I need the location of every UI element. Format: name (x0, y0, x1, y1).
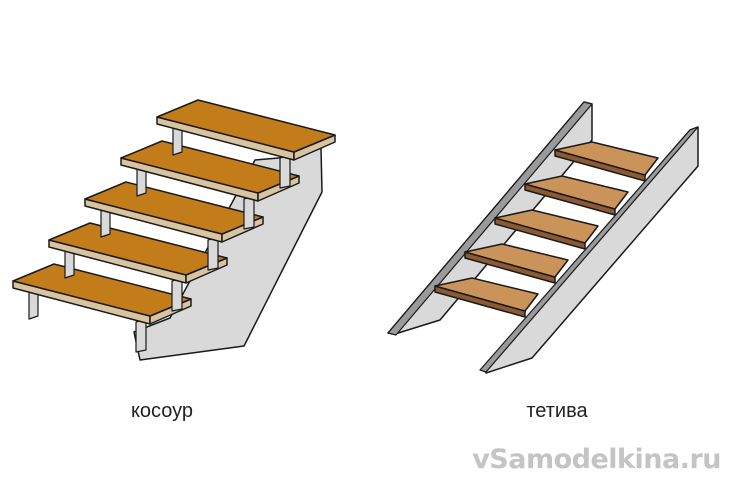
tetiva-left-stringer-top (387, 101, 593, 336)
tetiva-right-stringer-top (479, 126, 699, 373)
tread-top (434, 277, 539, 312)
tread-top (554, 141, 659, 176)
kosour-staircase (12, 99, 336, 361)
tread-top (84, 181, 264, 235)
label-tetiva: тетива (526, 400, 588, 422)
tread-support-post (207, 236, 219, 271)
watermark: vSamodelkina.ru (472, 444, 721, 475)
tread-top (48, 222, 228, 276)
tread-top (12, 263, 192, 317)
tread-support-post (135, 318, 147, 353)
label-kosour: косоур (130, 400, 194, 422)
tread-top (494, 209, 599, 244)
tread-support-post (171, 277, 183, 312)
tread-support-post (279, 154, 291, 189)
tread-top (156, 99, 336, 153)
tetiva-staircase (387, 101, 699, 374)
tread-top (120, 140, 300, 194)
tread-support-post (243, 195, 255, 230)
tread-top (464, 243, 569, 278)
tread-top (524, 175, 629, 210)
